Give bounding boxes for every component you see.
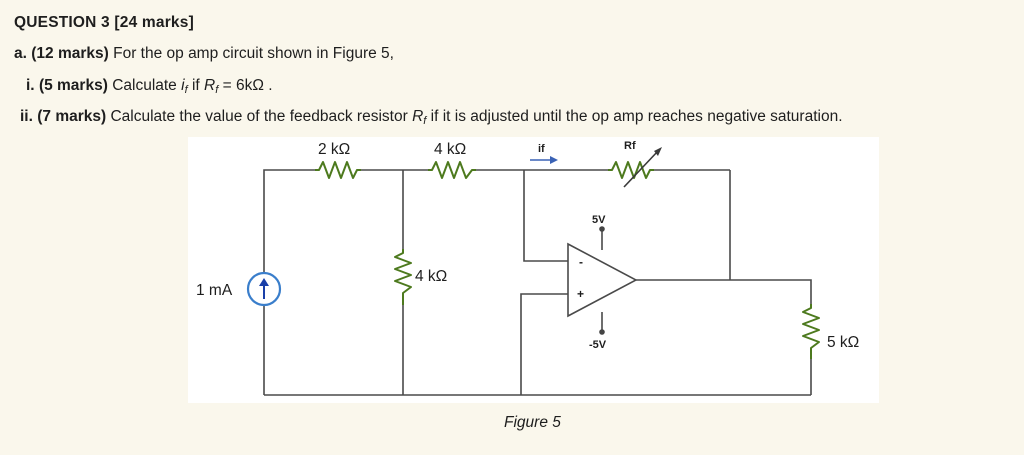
label-vpos: 5V (592, 214, 606, 226)
part-a-label: a. (14, 45, 27, 62)
label-current-if: if (538, 143, 545, 155)
circuit-diagram: 2 kΩ 4 kΩ if Rf 4 kΩ 1 mA 5V -5V 5 kΩ - … (196, 140, 859, 396)
figure-caption: Figure 5 (504, 414, 561, 431)
part-i-var-r-sub: f (215, 84, 219, 96)
part-ii-text-prefix: Calculate the value of the feedback resi… (110, 108, 408, 125)
label-minus-input: - (579, 255, 583, 269)
part-ii-line: ii. (7 marks) Calculate the value of the… (20, 108, 843, 127)
wire-output (636, 279, 812, 304)
resistor-4k-top (428, 161, 476, 179)
current-if-arrow (530, 156, 558, 164)
op-amp (567, 226, 638, 335)
part-i-var-i-sub: f (184, 84, 188, 96)
part-a-text: For the op amp circuit shown in Figure 5… (113, 45, 394, 62)
part-ii-label: ii. (20, 108, 33, 125)
wire-inverting-input (523, 170, 568, 262)
part-ii-var-r: R (412, 108, 424, 125)
resistor-4k-vertical (394, 249, 412, 305)
label-r-5k: 5 kΩ (827, 334, 859, 351)
part-i-value: = 6kΩ . (222, 77, 273, 94)
question-title: QUESTION 3 [24 marks] (14, 14, 194, 31)
wire-noninverting-input (520, 293, 568, 395)
current-source (246, 271, 282, 307)
label-r-4k-top: 4 kΩ (434, 141, 466, 158)
label-vneg: -5V (589, 339, 607, 351)
label-r-4k-vertical: 4 kΩ (415, 268, 447, 285)
label-source: 1 mA (196, 282, 233, 299)
label-rf: Rf (624, 140, 636, 152)
part-i-text-prefix: Calculate (112, 77, 177, 94)
part-i-line: i. (5 marks) Calculate if if Rf = 6kΩ . (26, 77, 273, 96)
part-i-var-r: R (204, 77, 216, 94)
part-i-mid: if (191, 77, 200, 94)
part-ii-var-r-sub: f (423, 115, 427, 127)
label-plus-input: + (577, 287, 584, 301)
rf-variable-arrow (623, 147, 662, 188)
part-a-marks: (12 marks) (31, 45, 109, 62)
part-i-marks: (5 marks) (38, 77, 108, 94)
resistor-5k (802, 304, 820, 359)
circuit-figure: 2 kΩ 4 kΩ if Rf 4 kΩ 1 mA 5V -5V 5 kΩ - … (188, 137, 879, 403)
resistor-rf (608, 161, 654, 179)
part-i-label: i. (26, 77, 35, 94)
part-ii-text-suffix: if it is adjusted until the op amp reach… (430, 108, 843, 125)
label-r-2k: 2 kΩ (318, 141, 350, 158)
part-ii-marks: (7 marks) (37, 108, 107, 125)
part-a-line: a. (12 marks) For the op amp circuit sho… (14, 45, 394, 63)
resistor-2k (315, 161, 361, 179)
part-i-var-i: i (181, 77, 185, 94)
wire-top-left (263, 169, 315, 395)
